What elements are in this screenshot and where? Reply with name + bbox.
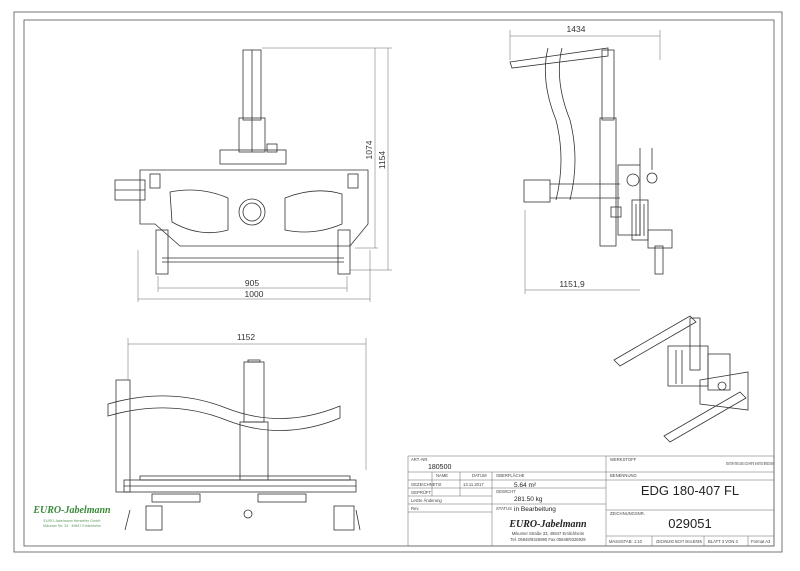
watermark-line-1: EURO-Jabelmann Hersteller GmbH bbox=[43, 519, 101, 523]
company-name: EURO-Jabelmann bbox=[508, 519, 587, 530]
side-dimensions bbox=[509, 30, 661, 294]
art-nr-label: ART.-NR. bbox=[411, 457, 429, 462]
gezeichnet-name: st bbox=[438, 482, 442, 487]
gezeichnet-label: GEZEICHNET bbox=[411, 482, 438, 487]
watermark-line-2: Mikumer Str. 33 · 49847 Emlichheim bbox=[43, 524, 101, 528]
zeichnungsnr-label: ZEICHNUNGSNR. bbox=[610, 511, 645, 516]
dim-1074: 1074 bbox=[364, 140, 374, 159]
drawing-number: 029051 bbox=[668, 516, 711, 531]
weight: 281.50 kg bbox=[514, 496, 543, 503]
dim-1152: 1152 bbox=[237, 332, 256, 342]
name-label: NAME bbox=[436, 473, 448, 478]
dim-1000: 1000 bbox=[245, 289, 264, 299]
surface-area: 5.64 m² bbox=[514, 482, 537, 489]
werkstoff-label: WERKSTOFF bbox=[610, 457, 637, 462]
bottom-dimensions bbox=[127, 338, 367, 470]
status-label: STATUS bbox=[496, 506, 512, 511]
company-phone: Tel. 05948/9326990 Fax 05948/9326929 bbox=[510, 537, 586, 542]
letzte-aenderung-label: Letzte Änderung bbox=[411, 498, 442, 503]
title-block-grid bbox=[407, 455, 775, 547]
sheet-number: BLATT 3 VON 3 bbox=[708, 539, 739, 544]
front-view bbox=[114, 49, 369, 275]
front-dimensions bbox=[137, 47, 392, 302]
oberflaeche-label: OBERFLÄCHE bbox=[496, 473, 525, 478]
isometric-view bbox=[613, 315, 749, 443]
gezeichnet-date: 13.11.2017 bbox=[463, 482, 484, 487]
no-scale-note: ZEICHNUNG NICHT SKALIEREN bbox=[656, 539, 702, 544]
status-value: in Bearbeitung bbox=[514, 506, 556, 513]
watermark-logo: EURO-Jabelmann bbox=[33, 505, 111, 516]
dim-1151-9: 1151,9 bbox=[559, 279, 585, 289]
art-nr: 180500 bbox=[428, 464, 451, 471]
gewicht-label: GEWICHT bbox=[496, 489, 516, 494]
dim-1154: 1154 bbox=[377, 151, 387, 170]
drawing-title: EDG 180-407 FL bbox=[641, 483, 739, 498]
geprueft-label: GEPRÜFT bbox=[411, 490, 431, 495]
dim-905: 905 bbox=[245, 278, 259, 288]
dim-1434: 1434 bbox=[567, 24, 586, 34]
rev-label: Rev. bbox=[411, 506, 419, 511]
inner-frame bbox=[23, 19, 775, 547]
massstab: MASSSTAB: 1:10 bbox=[609, 539, 643, 544]
datum-label: DATUM bbox=[472, 473, 487, 478]
deburr-note: ENTGRATEN UND SCHARFE KANTEN BRECHEN bbox=[726, 461, 774, 466]
benennung-label: BENENNUNG bbox=[610, 473, 637, 478]
side-view bbox=[509, 47, 673, 275]
company-address: Mikumer Straße 33, 49847 Emlichheim bbox=[512, 531, 585, 536]
bottom-view bbox=[107, 359, 361, 531]
paper-format: Format A3 bbox=[751, 539, 771, 544]
outer-frame bbox=[13, 11, 783, 553]
